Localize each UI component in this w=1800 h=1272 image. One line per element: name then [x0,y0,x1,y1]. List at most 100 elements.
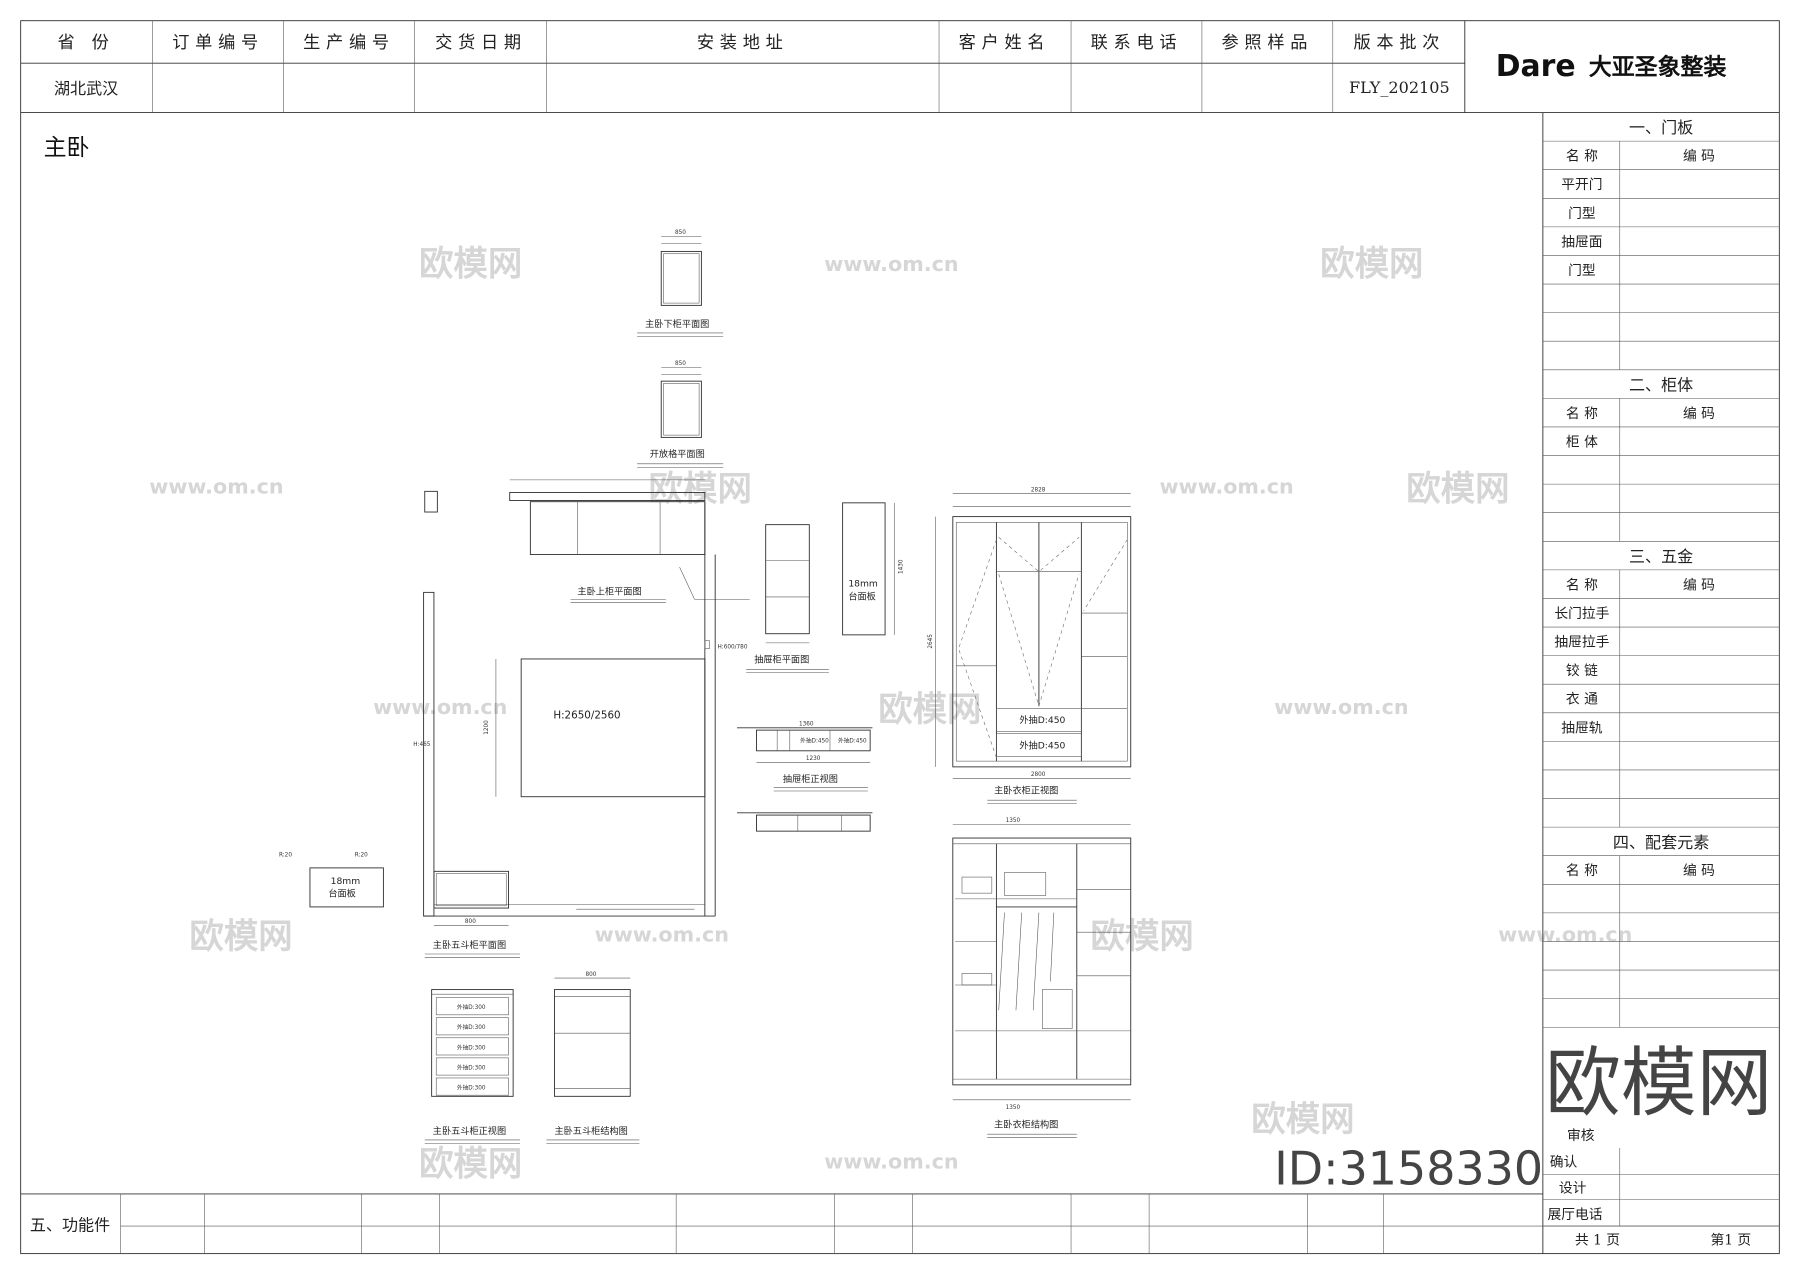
header-version: 版本批次 [1353,33,1445,53]
sheet-border [20,20,1780,1255]
wardrobe-front: 外抽D:450 外抽D:450 2828 2800 2645 主卧衣柜正视图 [928,487,1132,804]
showroom-phone-label: 展厅电话 [1547,1207,1602,1223]
footer-row: 五、功能件 [20,1193,1780,1254]
svg-text:主卧五斗柜结构图: 主卧五斗柜结构图 [554,1125,627,1137]
upper-cabinet-plan: 主卧上柜平面图 [424,479,750,603]
section-title: 二、柜体 [1629,375,1693,394]
header-address: 安装地址 [697,33,789,53]
watermark-brand: 欧模网 [1091,917,1194,957]
svg-text:主卧下柜平面图: 主卧下柜平面图 [645,318,709,330]
svg-text:Dare: Dare [1496,49,1576,84]
svg-text:H:600/780: H:600/780 [717,645,747,651]
svg-text:外抽D:450: 外抽D:450 [800,737,829,745]
svg-text:外抽D:450: 外抽D:450 [1019,740,1065,752]
watermark-brand: 欧模网 [1406,470,1509,510]
item-name: 抽屉面 [1561,234,1602,250]
svg-text:1350: 1350 [1006,1105,1021,1111]
svg-text:1230: 1230 [806,756,821,762]
watermark-brand: 欧模网 [189,917,292,957]
svg-text:800: 800 [585,972,596,978]
title-block: 省 份 订单编号 生产编号 交货日期 安装地址 客户姓名 联系电话 参照样品 版… [20,20,1780,113]
version-value: FLY_202105 [1349,78,1450,97]
item-name: 抽屉拉手 [1554,635,1609,651]
watermark-site: www.om.cn [1274,695,1408,719]
chest-drawer-label: 外抽D:300 [457,1083,486,1091]
col-code: 编 码 [1683,577,1715,593]
svg-text:R:20: R:20 [279,852,292,858]
watermark-site: www.om.cn [373,695,507,719]
watermark-site: www.om.cn [824,252,958,276]
watermark-site: www.om.cn [1159,475,1293,499]
watermarks: www.om.cn www.om.cn www.om.cn www.om.cn … [149,245,1632,1185]
col-code: 编 码 [1683,406,1715,422]
chest-drawer-label: 外抽D:300 [457,1003,486,1011]
watermark-brand-large: 欧模网 [1545,1039,1772,1127]
watermark-site: www.om.cn [824,1150,958,1174]
watermark-site: www.om.cn [149,475,283,499]
item-name: 门型 [1568,206,1596,222]
col-code: 编 码 [1683,863,1715,879]
svg-text:850: 850 [675,230,686,236]
confirm-label: 确认 [1550,1154,1578,1170]
section-title: 一、门板 [1629,118,1693,137]
watermark-brand: 欧模网 [419,245,522,285]
header-sample: 参照样品 [1221,33,1313,53]
header-delivery-date: 交货日期 [435,33,527,53]
watermark-brand: 欧模网 [878,690,981,730]
svg-text:主卧五斗柜正视图: 主卧五斗柜正视图 [433,1125,506,1137]
room-title: 主卧 [44,135,90,161]
header-production-no: 生产编号 [303,33,395,53]
drawer-cabinet-plan: 18mm 台面板 1430 抽屉柜平面图 [746,502,904,674]
watermark-site: www.om.cn [1498,922,1632,946]
item-name: 铰 链 [1566,663,1598,679]
svg-text:1200: 1200 [484,720,490,735]
col-code: 编 码 [1683,149,1715,165]
svg-text:1350: 1350 [1006,818,1021,824]
item-name: 柜 体 [1566,434,1598,450]
header-order-no: 订单编号 [172,33,264,53]
review-label: 审核 [1567,1128,1595,1144]
watermark-site: www.om.cn [595,922,729,946]
svg-text:抽屉柜正视图: 抽屉柜正视图 [783,773,838,785]
watermark-brand: 欧模网 [419,1145,522,1185]
item-name: 平开门 [1561,177,1602,193]
svg-text:台面板: 台面板 [848,590,876,602]
svg-text:18mm: 18mm [331,876,361,887]
col-name: 名 称 [1566,577,1598,593]
countertop-small: R:20 R:20 18mm 台面板 [279,852,384,908]
section-title: 三、五金 [1629,547,1693,566]
chest-structure: 800 主卧五斗柜结构图 [546,972,640,1144]
design-label: 设计 [1559,1181,1587,1197]
svg-text:主卧上柜平面图: 主卧上柜平面图 [577,586,641,598]
watermark-brand: 欧模网 [1251,1100,1354,1140]
dare-logo: Dare 大亚圣象整装 [1496,49,1727,84]
svg-text:850: 850 [675,361,686,367]
col-name: 名 称 [1566,863,1598,879]
svg-text:主卧衣柜结构图: 主卧衣柜结构图 [994,1118,1058,1130]
drawer-cabinet-front: 外抽D:450 外抽D:450 1360 1230 抽屉柜正视图 [736,722,873,832]
wardrobe-structure: 1350 1350 主卧衣柜结构图 [952,818,1132,1138]
item-name: 衣 通 [1566,692,1598,708]
chest-drawer-label: 外抽D:300 [457,1043,486,1051]
svg-text:H:465: H:465 [413,742,431,748]
svg-text:外抽D:450: 外抽D:450 [838,737,867,745]
header-customer: 客户姓名 [959,33,1051,53]
col-name: 名 称 [1566,406,1598,422]
svg-text:主卧衣柜正视图: 主卧衣柜正视图 [994,784,1058,796]
section-title: 四、配套元素 [1613,833,1709,852]
svg-text:2645: 2645 [928,634,934,649]
svg-text:开放格平面图: 开放格平面图 [650,448,705,460]
header-phone: 联系电话 [1091,33,1183,53]
total-pages: 共 1 页 [1575,1232,1620,1248]
watermark-brand: 欧模网 [649,470,752,510]
room-height: H:2650/2560 [553,710,620,722]
svg-text:2800: 2800 [1031,772,1046,778]
materials-table: 一、门板名 称编 码平开门门型抽屉面门型二、柜体名 称编 码柜 体三、五金名 称… [1542,112,1780,1254]
svg-text:R:20: R:20 [355,852,368,858]
item-name: 门型 [1568,263,1596,279]
header-province: 省 份 [58,33,115,53]
room-plan: 1200 H:2650/2560 H:465 H:600/780 [413,501,748,917]
chest-plan: 800 主卧五斗柜平面图 [424,870,521,958]
svg-text:800: 800 [465,919,476,925]
